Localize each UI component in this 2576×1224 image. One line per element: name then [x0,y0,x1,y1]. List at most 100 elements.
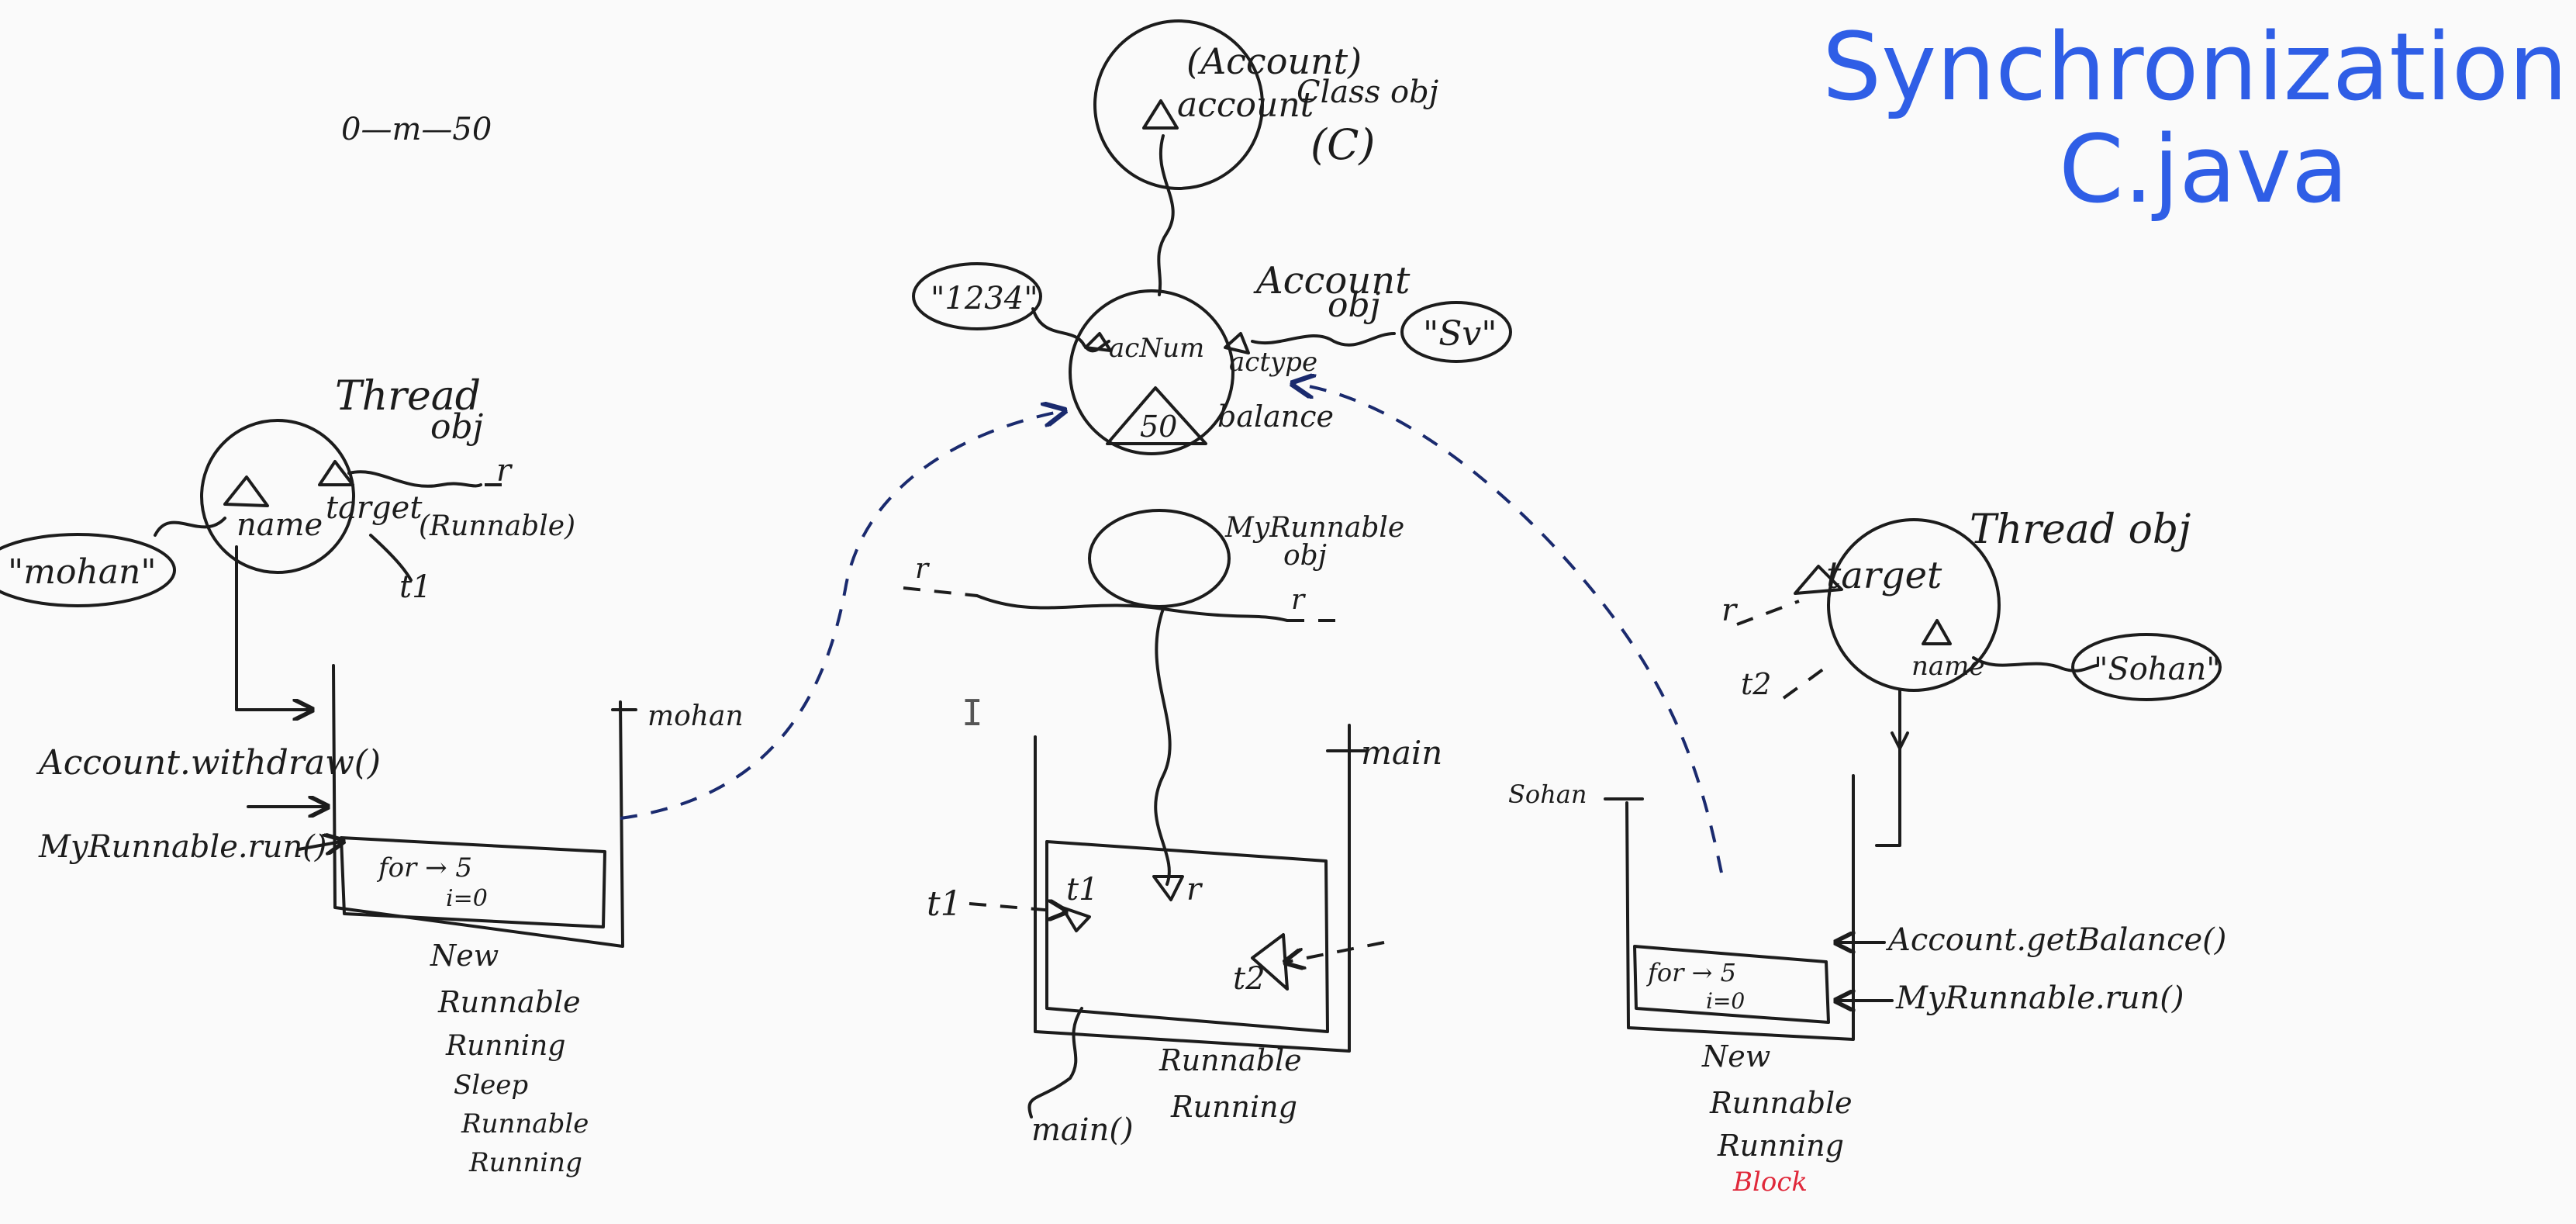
thread1-runnable: (Runnable) [419,510,575,542]
thread2-circle [1827,518,2001,692]
thread1-circle [200,419,355,574]
actype-pointer-triangle [1224,332,1250,354]
mohan-stack: mohan for → 5 i=0 Account.withdraw() MyR… [36,664,744,1178]
mohan-state-0: New [430,939,499,973]
sohan-i: i=0 [1706,988,1745,1014]
thread2-name-link [1972,656,2099,673]
myrunnable-r-left: r [915,553,930,585]
balance-triangle [1106,386,1207,445]
main-call: main() [1031,1112,1134,1148]
thread1-r: r [496,453,513,489]
myrunnable-r-left-dash [903,586,978,597]
class-obj-field: account [1177,85,1314,125]
mohan-state-1: Runnable [437,985,581,1019]
sohan-stack-name: Sohan [1508,780,1587,809]
thread2-t2-dash [1782,666,1828,700]
main-call-link [1027,1007,1083,1119]
sohan-state-blocked: Block [1732,1167,1808,1198]
thread1-name-triangle [223,475,269,507]
sohan-run-frame [1633,945,1830,1024]
balance-label: balance [1217,399,1334,434]
thread1-label-1: Thread [335,373,481,420]
main-stack: main t1 t1 r t2 main() Runnable Running [927,724,1442,1148]
mohan-state-2: Running [445,1030,565,1062]
account-obj-circle [1069,289,1234,455]
thread2-target-label: target [1826,554,1942,597]
thread-object-left: Thread obj name target r (Runnable) t1 "… [0,373,575,710]
main-state-1: Running [1170,1090,1297,1124]
thread1-label-2: obj [430,407,483,447]
sohan-stack: Sohan for → 5 i=0 Account.getBalance() M… [1508,774,2226,1198]
thread2-arrow-head [1891,731,1909,750]
actype-value-bubble [1400,301,1512,363]
thread2-label: Thread obj [1970,507,2191,553]
mohan-run-frame [340,836,606,928]
mohan-stack-name: mohan [647,700,744,732]
class-obj-pointer-triangle [1142,99,1179,130]
myrunnable-object: MyRunnable obj r r [903,509,1404,886]
account-object: Account obj "1234" acNum actype "Sv" 50 … [912,259,1512,455]
thread1-t1-link [369,534,413,582]
mohan-state-3: Sleep [454,1070,528,1101]
title-line-1: Synchronization [1822,14,2568,122]
main-t1-inside: t1 [1066,872,1099,908]
text-cursor-icon: I [962,692,983,734]
mohan-call-2: MyRunnable.run() [38,829,326,865]
class-obj-value: (Account) [1186,40,1362,82]
thread1-target-label: target [326,490,423,526]
myrunnable-to-main-link [1154,607,1172,886]
thread2-t2: t2 [1741,667,1771,701]
mohan-stack-outline [332,664,624,948]
thread2-name-label: name [1911,651,1985,682]
balance-value: 50 [1140,410,1177,444]
mohan-i: i=0 [446,885,488,912]
main-t1-triangle [1061,906,1091,932]
sohan-state-2: Running [1717,1129,1844,1163]
thread1-to-stack-arrow [235,545,310,710]
thread2-r-dash [1736,600,1800,626]
title-line-2: C.java [2059,116,2349,224]
myrunnable-label-1: MyRunnable [1224,512,1404,544]
acnum-link [1031,307,1110,353]
class-obj-label: Class obj [1297,74,1438,110]
myrunnable-circle [1088,509,1231,608]
mohan-to-account-arrow [620,411,1062,820]
main-t2-inside: t2 [1233,961,1266,997]
thread2-r: r [1721,593,1739,628]
acnum-pointer-triangle [1084,332,1112,352]
mohan-state-5: Running [468,1147,582,1178]
thread2-name-bubble [2071,633,2222,701]
mohan-call-1: Account.withdraw() [36,743,381,783]
thread2-name-value: "Sohan" [2094,652,2221,687]
main-r-triangle [1152,875,1184,901]
class-obj-letter: (C) [1310,120,1375,169]
thread1-name-label: name [237,507,323,543]
mohan-state-4: Runnable [461,1108,589,1139]
class-to-account-link [1157,134,1175,296]
main-t1-dash [969,904,1064,911]
main-frame [1045,840,1329,1033]
mohan-call-2-arrow [297,842,341,849]
mohan-for: for → 5 [376,852,472,883]
main-stack-outline [1034,724,1351,1053]
actype-label: actype [1229,347,1317,378]
thread1-name-bubble [0,533,176,607]
actype-value: "Sv" [1423,314,1497,354]
myrunnable-label-2: obj [1283,540,1327,572]
sohan-state-1: Runnable [1709,1086,1853,1120]
sohan-state-0: New [1701,1039,1770,1074]
sohan-to-account-arrow [1295,384,1723,873]
main-stack-name: main [1361,734,1442,772]
thread2-to-stack-line [1875,689,1901,847]
thread2-name-triangle [1922,619,1952,645]
account-obj-label-1: Account [1253,259,1411,303]
main-state-0: Runnable [1159,1043,1302,1077]
note-o-m-50: 0—m—50 [341,112,492,147]
myrunnable-r-link [975,594,1289,622]
acnum-label: acNum [1109,333,1204,364]
sohan-stack-outline [1625,774,1855,1041]
thread1-t1: t1 [399,569,432,605]
main-t2-dash [1287,941,1385,962]
main-t1-outside: t1 [927,884,962,924]
